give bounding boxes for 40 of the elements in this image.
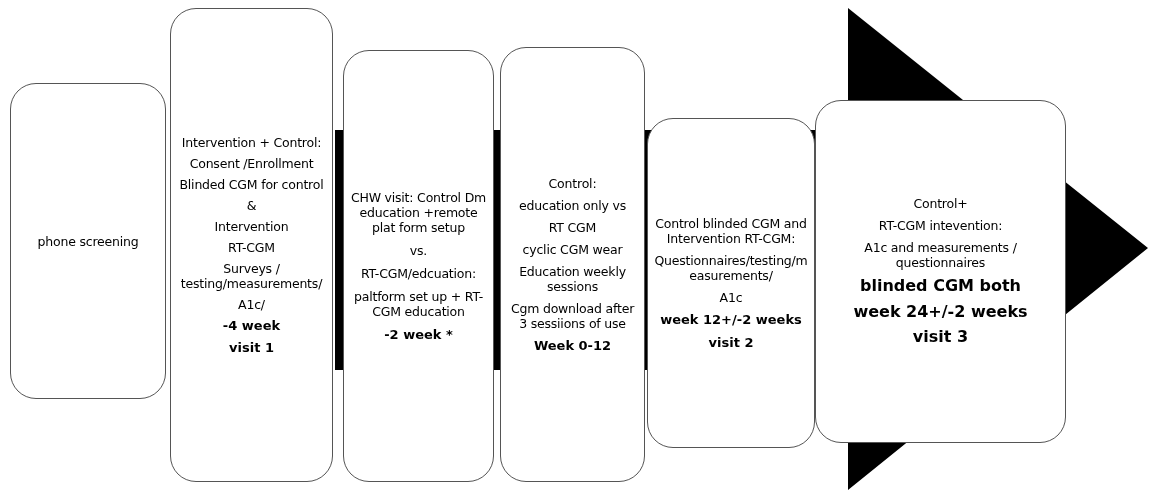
step-text: education only vs (519, 197, 626, 213)
step-text: Intervention + Control: (181, 134, 322, 150)
timepoint-label: Week 0-12 (533, 337, 612, 354)
step-text: cyclic CGM wear (522, 241, 623, 257)
step-text: A1c/ (238, 296, 265, 312)
step-text: Blinded CGM for control (179, 176, 324, 192)
process-box (815, 100, 1066, 443)
process-box (647, 118, 815, 448)
timepoint-label: blinded CGM both (860, 277, 1021, 296)
step-text: paltform set up + RT- CGM education (353, 288, 484, 319)
process-box (343, 50, 494, 482)
timepoint-label: week 24+/-2 weeks (853, 302, 1028, 322)
step-text: Control: (548, 175, 597, 191)
step-text: Surveys / testing/measurements/ (179, 260, 324, 291)
timepoint-label: -2 week * (384, 326, 453, 343)
step-text: CHW visit: Control Dm education +remote plat form setup (350, 189, 487, 235)
process-box (500, 47, 645, 482)
timepoint-label: visit 2 (708, 334, 754, 351)
step-text: Education weekly sessions (518, 263, 627, 294)
process-box (170, 8, 333, 482)
timepoint-label: week 12+/-2 weeks (660, 311, 802, 328)
step-text: A1c (719, 289, 743, 305)
timepoint-label: -4 week (222, 317, 281, 334)
step-text: & (246, 197, 257, 213)
step-text: Control blinded CGM and Intervention RT-CGM: (654, 215, 808, 246)
step-text: Intervention (214, 218, 289, 234)
step-text: A1c and measurements / questionnaires (863, 240, 1018, 271)
step-text: Control+ (913, 196, 968, 212)
step-text: RT-CGM intevention: (878, 218, 1003, 234)
step-text: vs. (409, 242, 428, 258)
step-text: RT-CGM/edcuation: (361, 265, 476, 281)
step-text: Questionnaires/testing/measurements/ (654, 252, 808, 283)
step-text: Cgm download after 3 sessiions of use (509, 300, 636, 331)
step-text: RT CGM (548, 219, 597, 235)
timepoint-label: visit 1 (229, 339, 274, 356)
step-text: RT-CGM (228, 239, 275, 255)
process-box (10, 83, 166, 399)
step-text: phone screening (37, 233, 139, 249)
step-text: Consent /Enrollment (189, 155, 314, 171)
timepoint-label: visit 3 (912, 328, 969, 347)
